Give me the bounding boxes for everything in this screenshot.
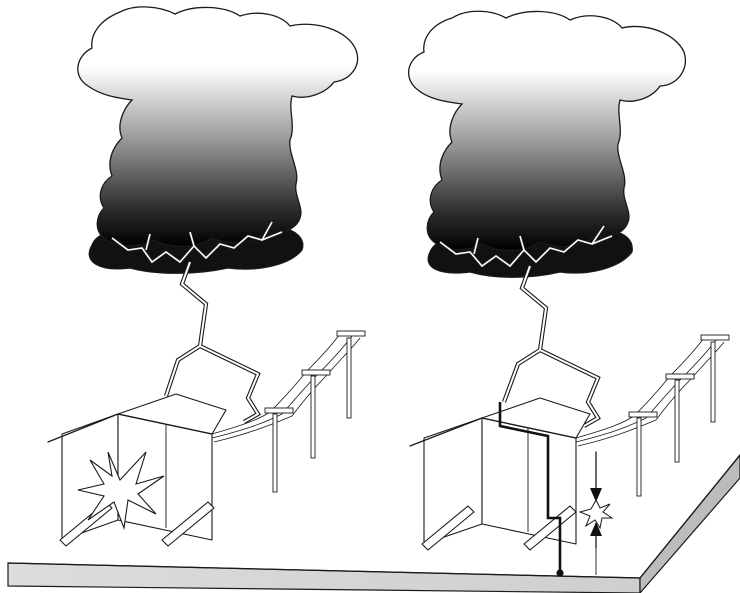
utility-pole-left-1 — [265, 408, 293, 492]
left-panel — [48, 7, 365, 546]
cloud-body-right — [409, 11, 686, 250]
thundercloud-right — [409, 11, 686, 277]
ground-electrode-node — [556, 569, 563, 576]
utility-pole-left-3 — [337, 331, 365, 418]
ground-side-face — [640, 455, 740, 593]
spark-gap-arrester — [580, 452, 612, 548]
thundercloud-left — [78, 7, 358, 273]
building-right-side-wall — [482, 418, 576, 544]
utility-pole-right-3 — [701, 335, 729, 422]
ground-front-face — [8, 563, 640, 593]
building-left — [48, 394, 226, 546]
utility-pole-right-2 — [666, 374, 694, 462]
building-right — [410, 398, 596, 577]
utility-pole-right-1 — [629, 412, 657, 496]
right-panel — [409, 11, 729, 576]
cloud-body-left — [78, 7, 358, 247]
power-line-left — [212, 331, 365, 492]
power-line-right — [576, 335, 729, 496]
utility-pole-left-2 — [302, 370, 330, 458]
